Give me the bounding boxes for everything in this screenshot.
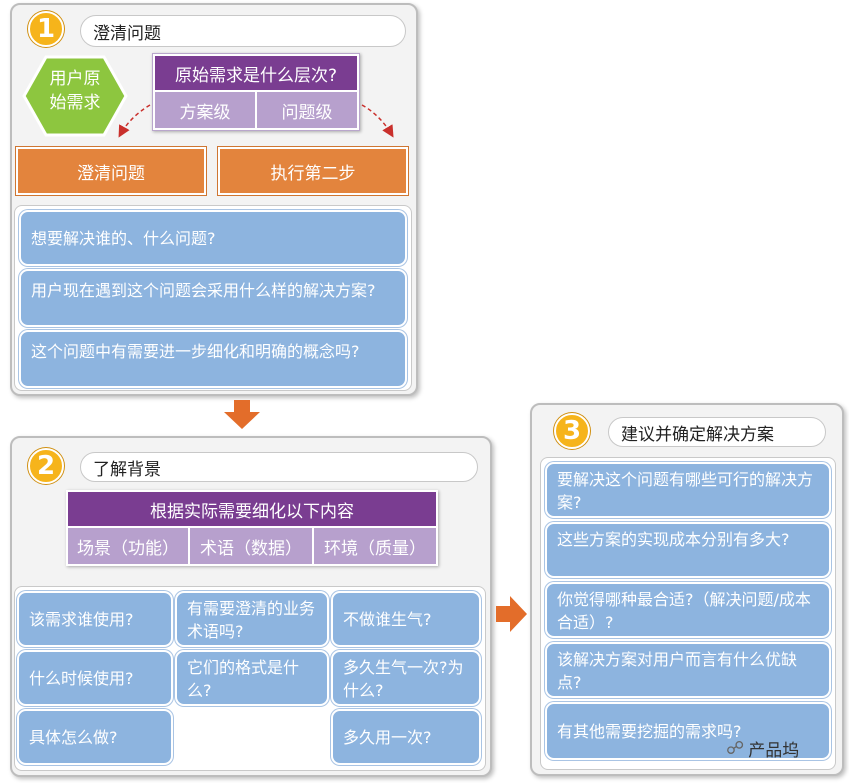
step3-question-1: 要解决这个问题有哪些可行的解决方案? (545, 462, 831, 518)
category-terminology: 术语（数据） (190, 528, 312, 564)
step2-question-usage-frequency: 多久用一次? (331, 709, 481, 765)
step2-question-format: 它们的格式是什么? (175, 650, 329, 706)
step2-question-when: 什么时候使用? (17, 650, 173, 706)
dashed-arrows (118, 104, 394, 138)
step3-title: 建议并确定解决方案 (608, 417, 826, 447)
wechat-icon: ☍ (726, 737, 745, 759)
right-arrow (496, 596, 527, 632)
category-scenario: 场景（功能） (68, 528, 188, 564)
step1-question-1: 想要解决谁的、什么问题? (19, 210, 407, 266)
level-question-box: 原始需求是什么层次? 方案级 问题级 (152, 53, 360, 131)
category-environment: 环境（质量） (314, 528, 436, 564)
step3-question-3: 你觉得哪种最合适?（解决问题/成本合适）? (545, 582, 831, 638)
step3-question-4: 该解决方案对用户而言有什么优缺点? (545, 642, 831, 698)
level-question-header: 原始需求是什么层次? (155, 56, 357, 90)
step3-question-5: 有其他需要挖掘的需求吗? (545, 702, 831, 760)
step2-question-terms: 有需要澄清的业务术语吗? (175, 591, 329, 647)
context-table: 根据实际需要细化以下内容 场景（功能） 术语（数据） 环境（质量） (66, 490, 438, 566)
step2-panel: 2 了解背景 根据实际需要细化以下内容 场景（功能） 术语（数据） 环境（质量）… (10, 436, 492, 777)
level-option-solution: 方案级 (155, 92, 255, 128)
step2-question-who: 该需求谁使用? (17, 591, 173, 647)
step3-questions-box: 要解决这个问题有哪些可行的解决方案? 这些方案的实现成本分别有多大? 你觉得哪种… (540, 457, 836, 770)
watermark-text: 产品坞 (748, 740, 800, 761)
step2-questions-box: 该需求谁使用? 什么时候使用? 具体怎么做? 有需要澄清的业务术语吗? 它们的格… (14, 586, 486, 771)
step1-questions-box: 想要解决谁的、什么问题? 用户现在遇到这个问题会采用什么样的解决方案? 这个问题… (14, 205, 412, 391)
step1-title: 澄清问题 (80, 15, 406, 47)
step2-question-how: 具体怎么做? (17, 709, 173, 765)
context-header: 根据实际需要细化以下内容 (68, 492, 436, 526)
level-option-problem: 问题级 (257, 92, 357, 128)
down-arrow (224, 400, 260, 429)
hexagon-label: 用户原始需求 (49, 69, 101, 113)
step3-badge: 3 (554, 413, 590, 449)
step2-question-angry: 不做谁生气? (331, 591, 481, 647)
step1-panel: 1 澄清问题 用户原始需求 原始需求是什么层次? 方案级 问题级 澄清问题 执行… (10, 3, 418, 396)
clarify-problem-box: 澄清问题 (16, 147, 206, 195)
watermark: ☍ 产品坞 (726, 734, 799, 762)
step1-question-2: 用户现在遇到这个问题会采用什么样的解决方案? (19, 269, 407, 327)
step3-panel: 3 建议并确定解决方案 要解决这个问题有哪些可行的解决方案? 这些方案的实现成本… (530, 403, 844, 776)
step2-title: 了解背景 (80, 452, 478, 482)
step1-question-3: 这个问题中有需要进一步细化和明确的概念吗? (19, 330, 407, 388)
step2-badge: 2 (28, 448, 64, 484)
step1-badge: 1 (28, 11, 64, 47)
step3-question-2: 这些方案的实现成本分别有多大? (545, 522, 831, 578)
next-step-box: 执行第二步 (218, 147, 408, 195)
hexagon-shape (22, 55, 128, 137)
step2-question-angry-frequency: 多久生气一次?为什么? (331, 650, 481, 706)
